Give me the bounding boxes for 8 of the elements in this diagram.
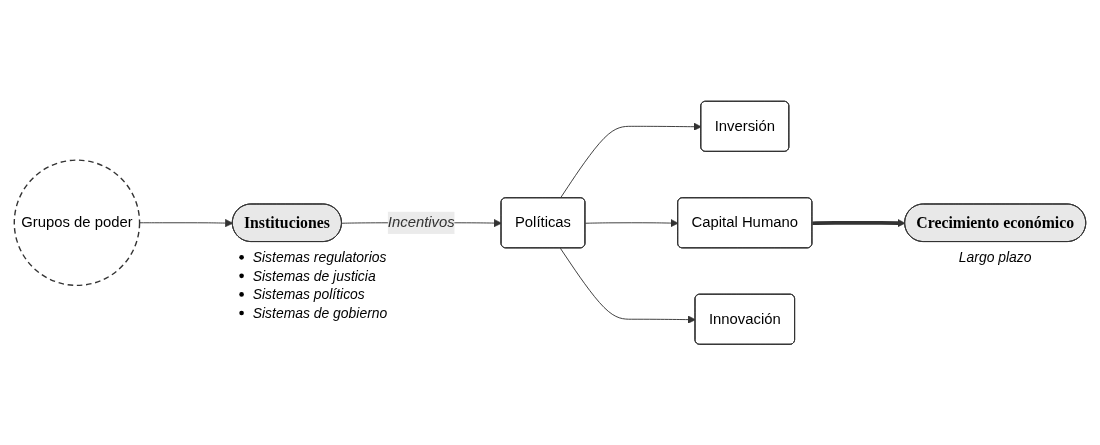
node-note: Largo plazo bbox=[958, 248, 1032, 265]
list-item: Sistemas de gobierno bbox=[252, 304, 388, 321]
node-circle: Grupos de poder bbox=[13, 159, 141, 286]
list-item: Sistemas políticos bbox=[252, 285, 365, 302]
list-item: Sistemas de justicia bbox=[252, 267, 376, 284]
arrow bbox=[812, 218, 906, 227]
edge-label: Incentivos bbox=[387, 214, 455, 230]
list-item: Sistemas regulatorios bbox=[252, 248, 387, 265]
